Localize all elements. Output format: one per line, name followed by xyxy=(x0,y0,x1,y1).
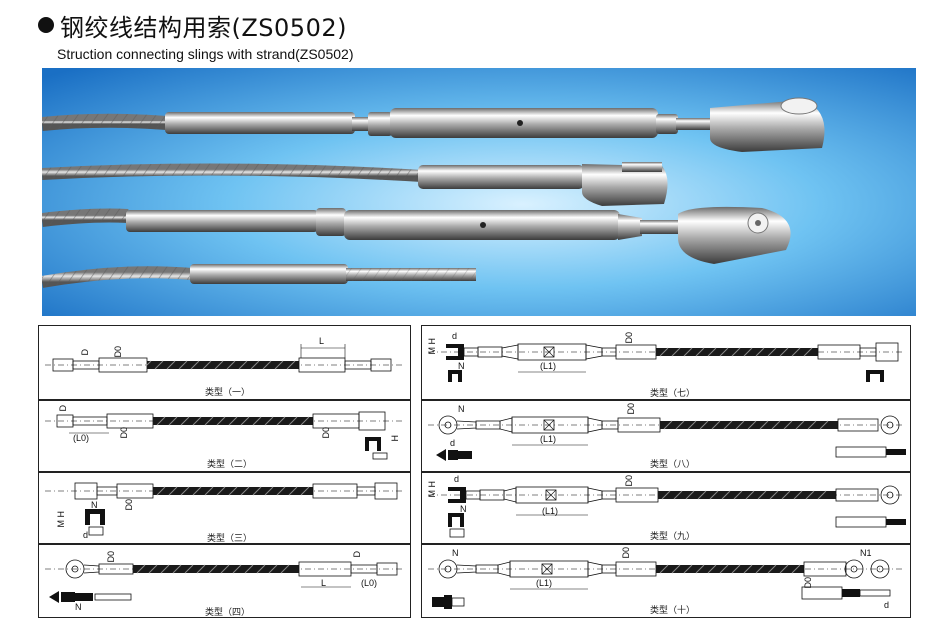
dim-l0: (L0) xyxy=(73,433,90,443)
dim-l1: (L1) xyxy=(540,434,557,444)
dim-d: D xyxy=(352,551,362,558)
dim-mh: M H xyxy=(56,511,66,528)
dim-d: D xyxy=(58,405,68,412)
diagram-type-1: D D0 L 类型（一） xyxy=(38,325,411,400)
type-10-drawing xyxy=(428,559,904,609)
dim-d: d xyxy=(450,438,456,448)
type-1-caption: 类型（一） xyxy=(205,388,251,398)
product-photo-illustration xyxy=(42,68,916,316)
dim-l: L xyxy=(319,336,325,346)
product-photo xyxy=(42,68,916,316)
dim-n: N xyxy=(458,404,465,414)
diagram-type-4: D0 D L (L0) N 类型（四） xyxy=(38,544,411,618)
dim-d0: D0 xyxy=(624,332,634,344)
dim-l0: (L0) xyxy=(361,578,378,588)
type-4-caption: 类型（四） xyxy=(205,608,251,618)
dim-l1: (L1) xyxy=(536,578,553,588)
type-8-caption: 类型（八） xyxy=(650,460,696,470)
dim-d: D xyxy=(80,349,90,356)
diagram-type-2: D (L0) D0 D0 H 类型（二） xyxy=(38,400,411,472)
type-7-caption: 类型（七） xyxy=(650,389,696,399)
dim-h: H xyxy=(390,435,400,442)
page-title: 钢绞线结构用索(ZS0502) xyxy=(60,13,347,42)
dim-d0-right: D0 xyxy=(803,577,813,589)
title-row: 钢绞线结构用索(ZS0502) xyxy=(38,8,347,42)
dim-l1: (L1) xyxy=(540,361,557,371)
diagram-type-9: M H d N (L1) D0 类型（九） xyxy=(421,472,911,544)
type-8-drawing xyxy=(428,415,906,461)
dim-d: d xyxy=(884,600,890,610)
dim-n: N xyxy=(458,361,465,371)
dim-l: L xyxy=(321,578,327,588)
type-9-drawing xyxy=(428,485,906,538)
type-2-drawing xyxy=(45,411,404,460)
type-4-drawing xyxy=(45,559,404,603)
type-3-caption: 类型（三） xyxy=(207,534,253,544)
dim-d0: D0 xyxy=(113,346,123,358)
dim-n: N xyxy=(460,504,467,514)
dim-n1: N1 xyxy=(860,548,872,558)
type-2-caption: 类型（二） xyxy=(207,460,253,470)
dim-d: d xyxy=(452,331,458,341)
dim-d: d xyxy=(454,474,460,484)
type-10-caption: 类型（十） xyxy=(650,606,696,616)
dim-l1: (L1) xyxy=(542,506,559,516)
type-9-caption: 类型（九） xyxy=(650,532,696,542)
type-3-drawing xyxy=(45,482,404,536)
page-subtitle: Struction connecting slings with strand(… xyxy=(57,46,354,62)
type-7-drawing xyxy=(428,342,904,382)
dim-mh: M H xyxy=(427,338,437,355)
diagram-type-10: N (L1) D0 N1 D0 d 类型（十） xyxy=(421,544,911,618)
dim-d0: D0 xyxy=(624,475,634,487)
dim-n: N xyxy=(75,602,82,612)
diagram-type-7: M H d N (L1) D0 类型（七） xyxy=(421,325,911,400)
type-1-drawing xyxy=(45,344,404,373)
diagram-type-3: N D0 M H d 类型（三） xyxy=(38,472,411,544)
dim-d: d xyxy=(83,530,89,540)
dim-d0: D0 xyxy=(106,551,116,563)
dim-d0: D0 xyxy=(626,403,636,415)
diagram-type-8: N (L1) D0 d 类型（八） xyxy=(421,400,911,472)
bullet-icon xyxy=(38,17,54,33)
dim-d0: D0 xyxy=(621,547,631,559)
dim-d0: D0 xyxy=(124,499,134,511)
dim-d0-right: D0 xyxy=(321,427,331,439)
dim-mh: M H xyxy=(427,481,437,498)
dim-n: N xyxy=(452,548,459,558)
dim-d0: D0 xyxy=(119,427,129,439)
dim-n: N xyxy=(91,500,98,510)
